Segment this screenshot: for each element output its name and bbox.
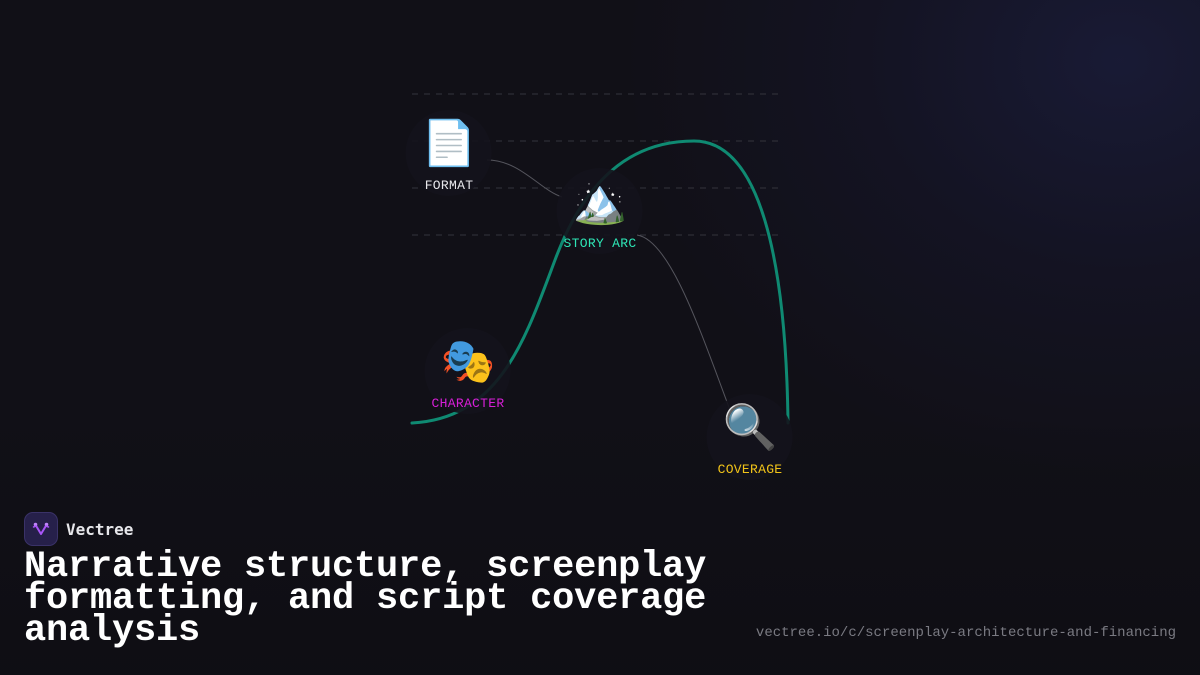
document-icon: 📄 (421, 118, 477, 169)
node-coverage[interactable]: 🔍 COVERAGE (707, 394, 793, 480)
node-halo (424, 328, 511, 414)
brand-logo (24, 512, 58, 546)
node-label-coverage: COVERAGE (717, 462, 783, 477)
brand[interactable]: Vectree (24, 512, 133, 546)
node-label-format: FORMAT (424, 178, 474, 193)
node-character[interactable]: 🎭 CHARACTER (424, 328, 511, 414)
node-format[interactable]: 📄 FORMAT (405, 110, 492, 196)
node-story-arc[interactable]: 🏔️ STORY ARC (556, 168, 643, 254)
page-title: Narrative structure, screenplay formatti… (24, 546, 707, 652)
brand-name: Vectree (66, 519, 134, 539)
mountain-icon: 🏔️ (572, 176, 628, 227)
connector-format-storyarc (486, 159, 563, 198)
node-halo (707, 394, 793, 480)
theater-masks-icon: 🎭 (440, 336, 496, 387)
branching-v-icon (32, 522, 50, 535)
node-halo (556, 168, 643, 254)
node-halo (405, 110, 492, 196)
connector-storyarc-coverage (636, 234, 731, 411)
node-label-character: CHARACTER (431, 396, 505, 411)
page-url[interactable]: vectree.io/c/screenplay-architecture-and… (755, 625, 1176, 641)
magnifying-glass-icon: 🔍 (722, 402, 778, 453)
node-label-story-arc: STORY ARC (563, 236, 637, 251)
